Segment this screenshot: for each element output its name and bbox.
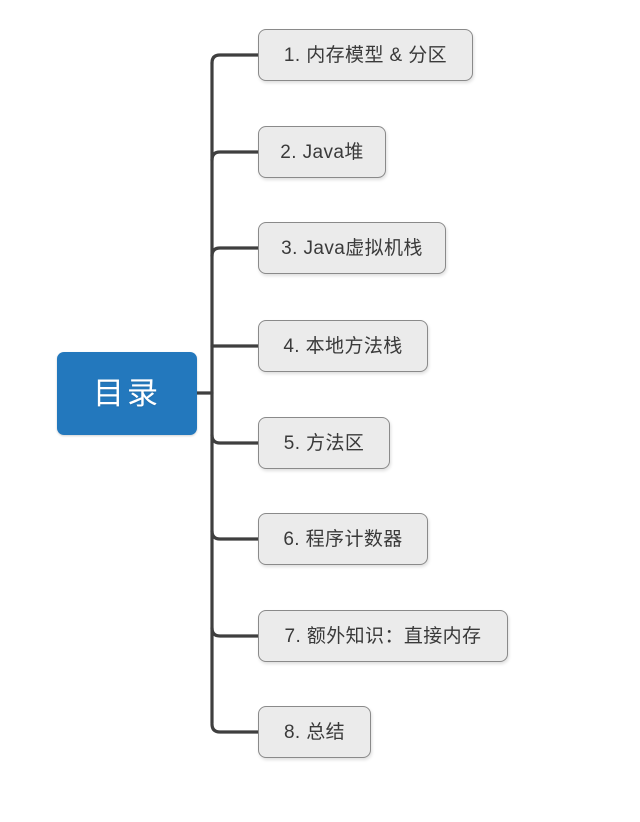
mindmap-node-6-label: 6. 程序计数器 — [283, 528, 403, 550]
mindmap-node-4[interactable]: 4. 本地方法栈 — [258, 320, 428, 372]
mindmap-node-1-label: 1. 内存模型 & 分区 — [283, 44, 448, 66]
mindmap-node-3[interactable]: 3. Java虚拟机栈 — [258, 222, 446, 274]
mindmap-node-8[interactable]: 8. 总结 — [258, 706, 371, 758]
mindmap-root-node[interactable]: 目录 — [57, 352, 197, 435]
mindmap-node-6[interactable]: 6. 程序计数器 — [258, 513, 428, 565]
mindmap-node-4-label: 4. 本地方法栈 — [283, 335, 403, 357]
mindmap-node-7[interactable]: 7. 额外知识：直接内存 — [258, 610, 508, 662]
mindmap-node-5[interactable]: 5. 方法区 — [258, 417, 390, 469]
mindmap-node-1[interactable]: 1. 内存模型 & 分区 — [258, 29, 473, 81]
connector-branch-1 — [210, 53, 260, 65]
connector-branch-2 — [210, 150, 260, 162]
connector-branch-7 — [210, 626, 260, 638]
mindmap-node-3-label: 3. Java虚拟机栈 — [281, 237, 423, 259]
connector-branch-6 — [210, 529, 260, 541]
mindmap-root-label: 目录 — [93, 376, 161, 411]
mindmap-node-8-label: 8. 总结 — [283, 721, 346, 743]
mindmap-node-2-label: 2. Java堆 — [280, 141, 364, 163]
mindmap-node-2[interactable]: 2. Java堆 — [258, 126, 386, 178]
mindmap-node-7-label: 7. 额外知识：直接内存 — [284, 625, 482, 647]
mindmap-node-5-label: 5. 方法区 — [283, 432, 365, 454]
connector-branch-5 — [210, 433, 260, 445]
connector-branch-3 — [210, 246, 260, 258]
connector-branch-8 — [210, 722, 260, 734]
